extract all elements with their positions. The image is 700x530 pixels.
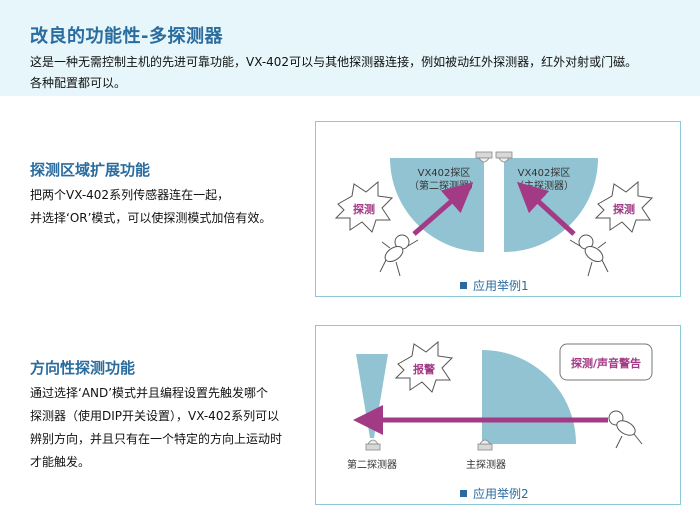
figure-application-example-1: VX402探区 （第二探测器） VX402探区 （主探测器） 探测 探测 应用举…: [315, 121, 681, 297]
section-description-area-extension: 把两个VX-402系列传感器连在一起， 并选择‘OR’模式，可以使探测模式加倍有…: [30, 184, 310, 230]
sensor-left-icon: [475, 151, 493, 163]
detect-burst-left: [334, 180, 394, 233]
alarm-burst: [394, 340, 454, 393]
right-motion-arrow: [516, 181, 576, 236]
left-zone-label-line2: （第二探测器）: [409, 179, 479, 192]
sensor-right-icon: [495, 151, 513, 163]
burst-right-text: 探测: [613, 202, 635, 216]
section-title-directional: 方向性探测功能: [30, 359, 136, 377]
section-description-line: 并选择‘OR’模式，可以使探测模式加倍有效。: [30, 211, 272, 225]
intro-description: 这是一种无需控制主机的先进可靠功能，VX-402可以与其他探测器连接，例如被动红…: [30, 52, 680, 94]
label-main-detector: 主探测器: [466, 458, 506, 471]
person-icon: [608, 410, 643, 449]
section-description-line: 辨别方向，并且只有在一个特定的方向上运动时: [30, 432, 283, 446]
caption-text: 应用举例2: [473, 487, 529, 501]
person-left-icon: [379, 234, 419, 277]
figure-caption-2: 应用举例2: [460, 485, 529, 502]
section-description-directional: 通过选择‘AND’模式并且编程设置先触发哪个 探测器（使用DIP开关设置），VX…: [30, 382, 310, 474]
burst-left-text: 探测: [353, 202, 375, 216]
section-description-line: 才能触发。: [30, 455, 91, 469]
person-right-icon: [569, 234, 609, 277]
notice-box-text: 探测/声音警告: [571, 356, 641, 370]
diagram-and-mode: 报警 探测/声音警告 第二探测器 主探测器: [347, 340, 653, 471]
caption-text: 应用举例1: [473, 279, 529, 293]
right-zone-label-line1: VX402探区: [518, 166, 571, 179]
left-motion-arrow: [412, 182, 474, 236]
detect-burst-right: [594, 180, 654, 233]
right-detection-zone: [504, 158, 598, 252]
diagram-or-mode: VX402探区 （第二探测器） VX402探区 （主探测器） 探测 探测: [334, 151, 654, 277]
figure-caption-1: 应用举例1: [460, 277, 529, 294]
intro-description-line: 这是一种无需控制主机的先进可靠功能，VX-402可以与其他探测器连接，例如被动红…: [30, 55, 638, 69]
second-detector-beam: [356, 354, 388, 438]
section-description-line: 探测器（使用DIP开关设置），VX-402系列可以: [30, 409, 280, 423]
intro-banner: 改良的功能性-多探测器 这是一种无需控制主机的先进可靠功能，VX-402可以与其…: [0, 0, 700, 96]
section-title-area-extension: 探测区域扩展功能: [30, 161, 151, 179]
main-detector-icon: [477, 439, 493, 451]
notice-box: [559, 343, 653, 381]
left-detection-zone: [390, 158, 484, 252]
section-description-line: 通过选择‘AND’模式并且编程设置先触发哪个: [30, 386, 269, 400]
second-detector-icon: [365, 439, 381, 451]
right-zone-label-line2: （主探测器）: [514, 179, 574, 192]
alarm-burst-text: 报警: [413, 362, 435, 376]
page-title: 改良的功能性-多探测器: [30, 26, 223, 47]
section-description-line: 把两个VX-402系列传感器连在一起，: [30, 188, 230, 202]
label-second-detector: 第二探测器: [347, 458, 397, 471]
left-zone-label-line1: VX402探区: [418, 166, 471, 179]
intro-description-line: 各种配置都可以。: [30, 76, 127, 90]
figure-application-example-2: 报警 探测/声音警告 第二探测器 主探测器 应用举例2: [315, 325, 681, 505]
